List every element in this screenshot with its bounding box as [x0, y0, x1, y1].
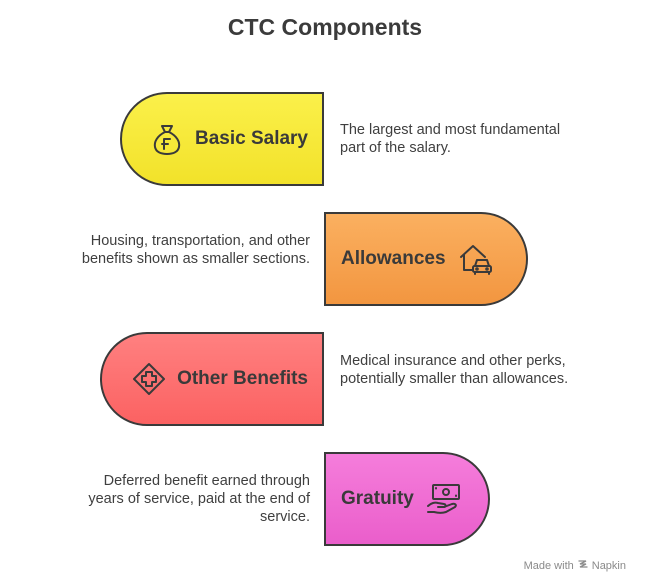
house-car-icon: [458, 241, 494, 277]
diagram-title: CTC Components: [227, 14, 423, 40]
component-description: The largest and most fundamental part of…: [340, 122, 561, 156]
component-basic-salary: Basic Salary: [120, 92, 324, 186]
component-allowances: Allowances: [324, 212, 528, 306]
component-other-benefits: Other Benefits: [100, 332, 324, 426]
component-label: Other Benefits: [177, 368, 308, 389]
footer-brand: Napkin: [591, 559, 626, 572]
footer-made-with: Made with: [523, 559, 574, 572]
component-gratuity: Gratuity: [324, 452, 490, 546]
medical-cross-icon: [131, 361, 167, 397]
component-label: Allowances: [341, 248, 446, 269]
napkin-logo-icon: [578, 559, 588, 572]
component-description: Housing, transportation, and other benef…: [81, 233, 310, 267]
component-label: Gratuity: [341, 488, 414, 509]
money-bag-icon: [149, 121, 185, 157]
component-description: Medical insurance and other perks, poten…: [340, 353, 569, 387]
component-description: Deferred benefit earned through years of…: [88, 473, 310, 525]
component-label: Basic Salary: [194, 128, 308, 149]
footer-credit: Made with Napkin: [524, 559, 626, 572]
cash-hand-icon: [426, 481, 462, 517]
